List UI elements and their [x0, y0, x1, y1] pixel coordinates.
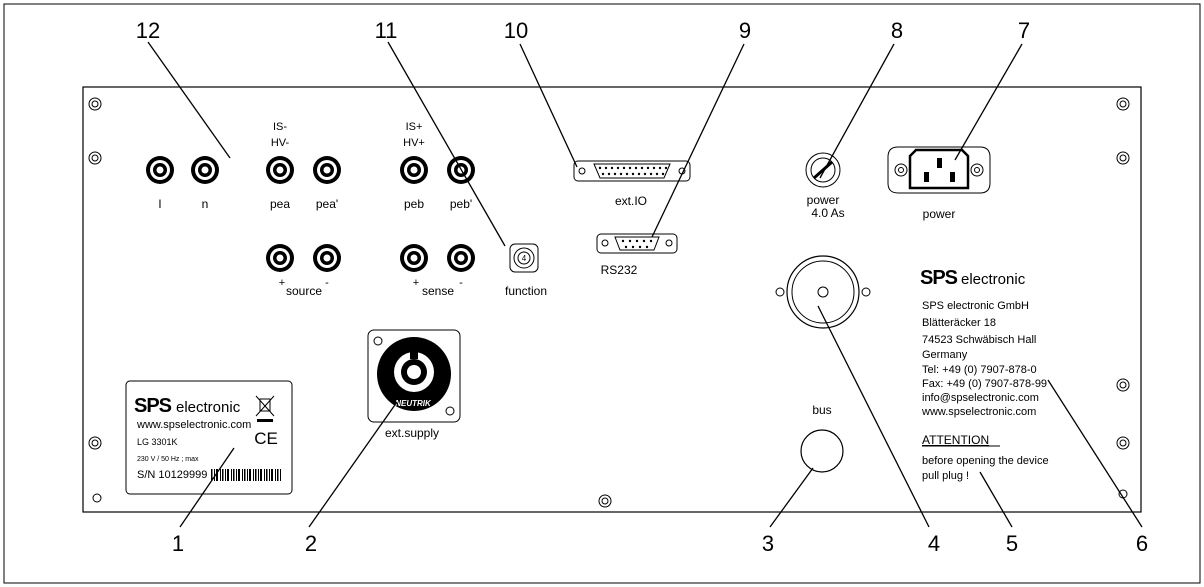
company-line-4: Germany	[922, 349, 968, 361]
type-plate-serial: S/N 10129999	[137, 469, 207, 481]
db9-connector-icon	[596, 233, 678, 254]
ce-mark-icon: CE	[254, 429, 278, 448]
label-pea-prime: pea'	[316, 197, 338, 211]
type-plate-brand: electronic	[176, 399, 241, 416]
screw-icon	[88, 436, 102, 450]
label-is-minus: IS-	[273, 121, 287, 133]
screw-icon	[1116, 151, 1130, 165]
jack-source-minus-icon	[313, 244, 341, 272]
attention-notice: ATTENTION before opening the device pull…	[922, 433, 1049, 482]
barcode-icon	[211, 469, 281, 481]
screw-icon	[88, 151, 102, 165]
label-source-plus: +	[279, 277, 285, 289]
label-n: n	[202, 197, 209, 211]
label-source-minus: -	[325, 277, 329, 289]
label-pea: pea	[270, 197, 290, 211]
screw-icon	[88, 97, 102, 111]
type-plate-model: LG 3301K	[137, 437, 178, 447]
screw-icon	[92, 493, 102, 503]
company-info: SPS electronic SPS electronic GmbH Blätt…	[920, 267, 1047, 418]
attention-line-1: before opening the device	[922, 455, 1049, 467]
label-rs232: RS232	[601, 263, 638, 277]
label-power-fuse-line1: power	[807, 193, 840, 207]
jack-l-icon	[146, 156, 174, 184]
outer-frame	[3, 3, 1201, 584]
screw-icon	[1116, 378, 1130, 392]
callout-4: 4	[928, 531, 940, 556]
company-line-7: info@spselectronic.com	[922, 392, 1039, 404]
label-hv-minus: HV-	[271, 137, 290, 149]
screw-icon	[1116, 436, 1130, 450]
label-sense-plus: +	[413, 277, 419, 289]
company-line-2: Blätteräcker 18	[922, 317, 996, 329]
type-plate-rating: 230 V / 50 Hz ; max	[137, 456, 199, 463]
jack-pea-prime-icon	[313, 156, 341, 184]
label-peb-prime: peb'	[450, 197, 472, 211]
callout-2: 2	[305, 531, 317, 556]
callout-6: 6	[1136, 531, 1148, 556]
jack-sense-plus-icon	[400, 244, 428, 272]
label-source: source	[286, 284, 322, 298]
label-hv-plus: HV+	[403, 137, 425, 149]
callout-10: 10	[504, 18, 528, 43]
label-is-plus: IS+	[406, 121, 423, 133]
callout-5: 5	[1006, 531, 1018, 556]
label-sense-minus: -	[459, 277, 463, 289]
label-power: power	[923, 207, 956, 221]
db25-connector-icon	[573, 160, 691, 182]
fuse-holder-icon	[805, 152, 841, 188]
ext-supply-connector-icon	[367, 329, 461, 423]
jack-n-icon	[191, 156, 219, 184]
round-bus-connector-icon	[775, 255, 871, 329]
callout-7: 7	[1018, 18, 1030, 43]
label-power-fuse-line2: 4.0 As	[811, 206, 844, 220]
callout-3: 3	[762, 531, 774, 556]
power-inlet-icon	[887, 146, 991, 194]
company-logo: SPS	[920, 267, 958, 289]
label-l: l	[159, 197, 162, 211]
label-peb: peb	[404, 197, 424, 211]
type-plate: SPS electronic www.spselectronic.com CE …	[125, 380, 293, 495]
label-ext-io: ext.IO	[615, 194, 647, 208]
company-brand: electronic	[961, 271, 1026, 288]
weee-bin-icon	[255, 395, 275, 422]
panel-screws	[88, 97, 1130, 508]
label-function: function	[505, 284, 547, 298]
type-plate-logo: SPS	[134, 395, 172, 417]
attention-title: ATTENTION	[922, 433, 989, 447]
svg-text:4: 4	[522, 254, 527, 263]
callout-9: 9	[739, 18, 751, 43]
label-neutrik: NEUTRIK	[395, 399, 432, 408]
jack-sense-minus-icon	[447, 244, 475, 272]
company-line-5: Tel: +49 (0) 7907-878-0	[922, 364, 1037, 376]
company-line-3: 74523 Schwäbisch Hall	[922, 334, 1036, 346]
jack-peb-icon	[400, 156, 428, 184]
company-line-1: SPS electronic GmbH	[922, 300, 1029, 312]
type-plate-website: www.spselectronic.com	[136, 419, 251, 431]
bus-connector-icon	[800, 429, 844, 473]
label-sense: sense	[422, 284, 454, 298]
callout-12: 12	[136, 18, 160, 43]
company-line-8: www.spselectronic.com	[921, 406, 1036, 418]
attention-line-2: pull plug !	[922, 470, 969, 482]
function-connector-icon: 4	[509, 243, 539, 273]
screw-icon	[1116, 97, 1130, 111]
label-ext-supply: ext.supply	[385, 426, 439, 440]
jack-pea-icon	[266, 156, 294, 184]
callout-8: 8	[891, 18, 903, 43]
jack-source-plus-icon	[266, 244, 294, 272]
callout-11: 11	[375, 18, 398, 43]
label-bus: bus	[812, 403, 831, 417]
callout-1: 1	[172, 531, 184, 556]
company-line-6: Fax: +49 (0) 7907-878-99	[922, 378, 1047, 390]
screw-icon	[598, 494, 612, 508]
panel-outline	[82, 86, 1142, 513]
callout-leaders	[147, 41, 1143, 528]
